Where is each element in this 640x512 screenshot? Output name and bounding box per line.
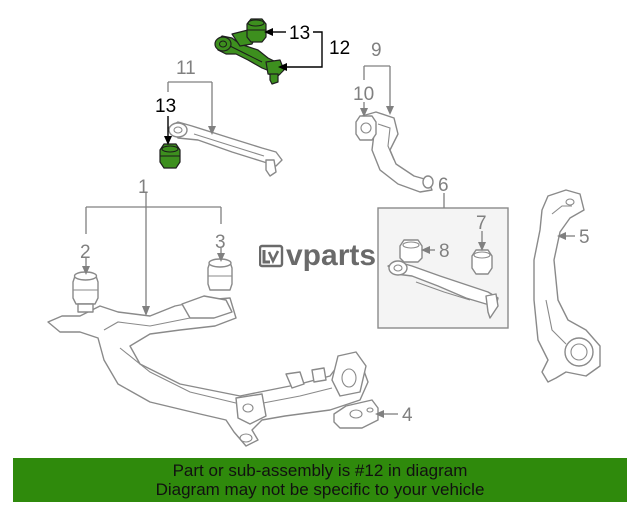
leader-line-7	[478, 231, 486, 251]
watermark-logo: vparts	[259, 239, 376, 273]
subframe-part-1	[47, 295, 369, 447]
leader-line-1	[142, 193, 150, 316]
callout-13-upper: 13	[289, 23, 310, 44]
lower-arm-part-6	[387, 260, 499, 319]
leader-line-3	[217, 248, 225, 262]
callout-12: 12	[329, 38, 350, 59]
callout-9: 9	[371, 40, 382, 61]
leader-line-13-upper	[264, 28, 286, 36]
control-arm-part-9	[361, 111, 434, 193]
callout-5: 5	[579, 227, 590, 248]
steering-knuckle-part-5	[533, 189, 601, 383]
bushing-part-13-left-highlighted	[159, 143, 181, 169]
banner-line-1: Part or sub-assembly is #12 in diagram	[172, 461, 468, 480]
callout-7: 7	[476, 213, 487, 234]
callout-2: 2	[80, 242, 91, 263]
callout-10: 10	[353, 84, 374, 105]
arm-bushing-part-8	[399, 239, 423, 263]
callout-13-left: 13	[155, 96, 176, 117]
arm-bushing-part-10	[355, 115, 377, 141]
control-arm-part-12-highlighted	[214, 29, 285, 85]
bushing-part-13-upper-highlighted	[246, 18, 267, 43]
banner-line-2: Diagram may not be specific to your vehi…	[155, 480, 485, 499]
arm-bushing-part-7	[471, 249, 493, 275]
lv-logo-icon	[259, 244, 284, 268]
callout-3: 3	[215, 232, 226, 253]
leader-line-4	[375, 410, 398, 418]
leader-line-13-left	[164, 116, 172, 145]
leader-bracket-11	[167, 81, 216, 135]
callout-11: 11	[176, 58, 196, 79]
leader-line-10	[360, 102, 368, 117]
leader-line-2	[82, 258, 90, 275]
callout-4: 4	[402, 405, 413, 426]
leader-line-8	[421, 246, 435, 254]
subframe-bushing-part-3	[207, 258, 233, 291]
callout-8: 8	[439, 241, 450, 262]
info-banner: Part or sub-assembly is #12 in diagram D…	[13, 458, 627, 502]
callout-6: 6	[438, 175, 449, 196]
bracket-part-4	[333, 399, 379, 429]
subframe-bushing-part-2	[72, 271, 99, 313]
control-arm-part-11	[167, 121, 283, 177]
leader-bracket-9	[363, 65, 394, 115]
leader-line-5	[557, 232, 575, 240]
leader-bracket-2-3	[85, 206, 222, 234]
leader-bracket-12	[278, 31, 323, 71]
watermark-text: vparts	[286, 239, 377, 272]
callout-1: 1	[138, 177, 149, 198]
